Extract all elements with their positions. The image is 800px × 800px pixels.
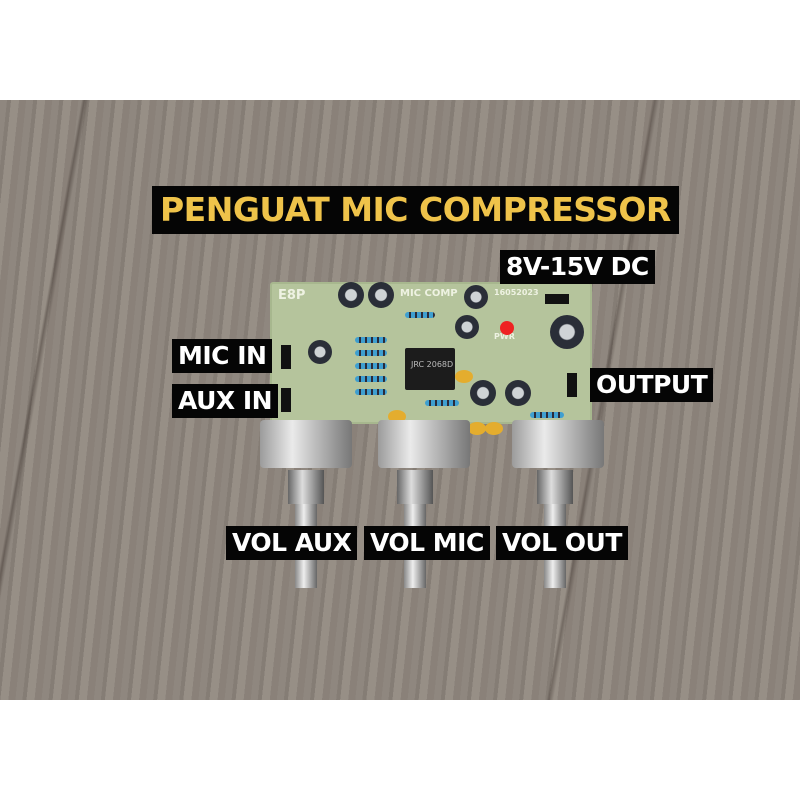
vol-out-label: VOL OUT (496, 526, 628, 560)
capacitor (505, 380, 531, 406)
aux-in-header (281, 388, 291, 412)
vol-aux-label: VOL AUX (226, 526, 358, 560)
ic-chip: JRC 2068D (405, 348, 455, 390)
ceramic-capacitor (485, 422, 503, 435)
capacitor (338, 282, 364, 308)
vol-aux-nut (288, 470, 324, 504)
power-header (545, 294, 569, 304)
mic-in-header (281, 345, 291, 369)
resistor (355, 376, 387, 382)
ic-marking: JRC 2068D (411, 360, 454, 369)
title-label: PENGUAT MIC COMPRESSOR (152, 186, 679, 234)
aux-in-label: AUX IN (172, 384, 279, 418)
capacitor (470, 380, 496, 406)
vol-out-potentiometer (512, 420, 604, 468)
power-label: 8V-15V DC (500, 250, 655, 284)
resistor (355, 389, 387, 395)
power-led (500, 321, 514, 335)
ceramic-capacitor (388, 410, 406, 423)
vol-aux-potentiometer (260, 420, 352, 468)
capacitor (464, 285, 488, 309)
vol-out-nut (537, 470, 573, 504)
ceramic-capacitor (468, 422, 486, 435)
resistor (355, 337, 387, 343)
resistor (425, 400, 459, 406)
pcb-date: 16052023 (494, 288, 539, 297)
resistor (405, 312, 435, 318)
resistor (530, 412, 564, 418)
resistor (355, 363, 387, 369)
vol-mic-potentiometer (378, 420, 470, 468)
pcb-name: MIC COMP (400, 288, 458, 299)
resistor (355, 350, 387, 356)
vol-mic-label: VOL MIC (364, 526, 490, 560)
capacitor (550, 315, 584, 349)
output-header (567, 373, 577, 397)
vol-mic-nut (397, 470, 433, 504)
capacitor (368, 282, 394, 308)
capacitor (308, 340, 332, 364)
mic-in-label: MIC IN (172, 339, 273, 373)
capacitor (455, 315, 479, 339)
ceramic-capacitor (455, 370, 473, 383)
output-label: OUTPUT (590, 368, 714, 402)
pcb-pwr: PWR (494, 332, 515, 341)
pcb-brand: E8P (278, 288, 306, 303)
